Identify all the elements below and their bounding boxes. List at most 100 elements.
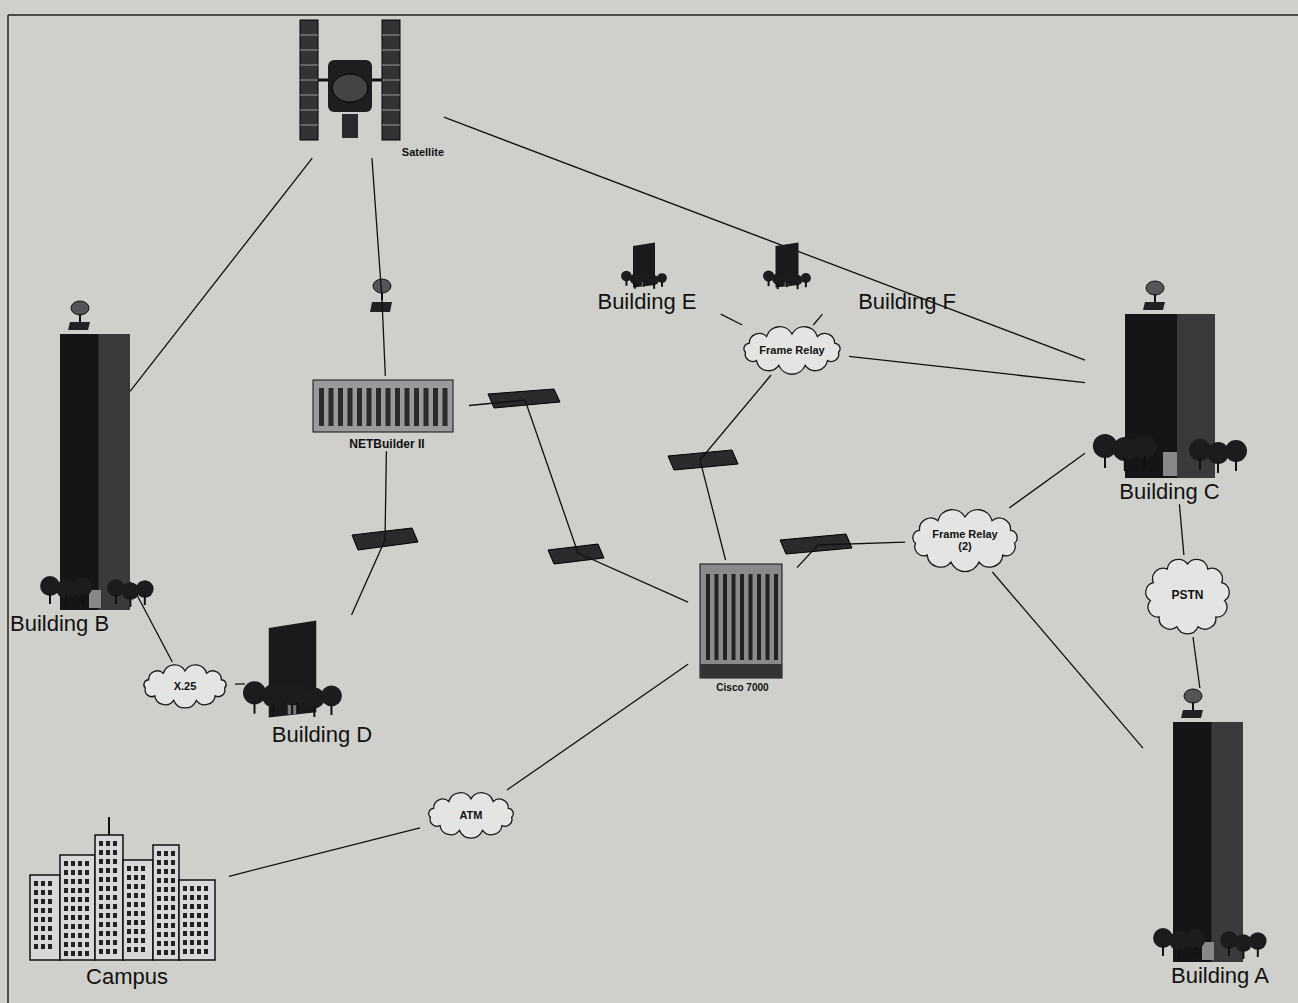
campus-window — [41, 926, 45, 931]
campus-window — [78, 861, 82, 866]
campus-window — [134, 902, 138, 907]
campus-window — [113, 922, 117, 927]
campus-window — [106, 850, 110, 855]
node-label: Building B — [10, 612, 110, 636]
network-link — [469, 400, 688, 602]
campus-window — [127, 929, 131, 934]
network-link — [352, 451, 387, 615]
network-link — [700, 375, 771, 560]
tree-trunk — [786, 281, 788, 287]
tree-trunk — [805, 282, 807, 288]
node-label: NETBuilder II — [305, 438, 469, 451]
campus-window — [64, 906, 68, 911]
campus-window — [141, 902, 145, 907]
frame-line — [8, 14, 1298, 16]
campus-window — [113, 859, 117, 864]
network-link — [1193, 637, 1200, 688]
campus-window — [64, 933, 68, 938]
campus-window — [113, 895, 117, 900]
campus-window — [157, 878, 161, 883]
node-illustration — [300, 20, 400, 140]
tree-trunk — [797, 284, 799, 290]
frame-line — [7, 15, 9, 1003]
campus-window — [85, 942, 89, 947]
satellite-node: Satellite — [290, 18, 444, 158]
tree-trunk — [768, 280, 770, 286]
campus-window — [127, 947, 131, 952]
campus-window — [106, 922, 110, 927]
campus-window — [99, 877, 103, 882]
campus-window — [164, 869, 168, 874]
tree-trunk — [1162, 945, 1164, 956]
campus-window — [171, 923, 175, 928]
campus-window — [78, 879, 82, 884]
campus-window — [48, 935, 52, 940]
campus-window — [134, 947, 138, 952]
campus-window — [157, 869, 161, 874]
campus-window — [197, 940, 201, 945]
campus-window — [34, 926, 38, 931]
campus-window — [157, 932, 161, 937]
office-building — [1125, 314, 1215, 478]
campus-window — [171, 896, 175, 901]
campus-window — [204, 913, 208, 918]
campus-window — [64, 942, 68, 947]
tree-trunk — [1257, 947, 1259, 957]
tree-trunk — [634, 283, 636, 289]
router-node: NETBuilder II — [305, 376, 469, 451]
campus-window — [41, 899, 45, 904]
campus-window — [64, 951, 68, 956]
campus-window — [171, 950, 175, 955]
campus-window — [141, 947, 145, 952]
panel-cell — [300, 110, 318, 111]
campus-window — [64, 897, 68, 902]
router-slot — [405, 388, 410, 426]
tree-trunk — [1199, 458, 1201, 470]
campus-window — [157, 914, 161, 919]
tree-symbol — [321, 685, 342, 706]
network-link — [130, 158, 312, 391]
node-illustration — [243, 620, 342, 717]
router-slot — [749, 574, 753, 660]
campus-window — [34, 881, 38, 886]
campus-window — [157, 887, 161, 892]
tree-trunk — [643, 281, 645, 287]
panel-cell — [382, 50, 400, 51]
campus-window — [197, 922, 201, 927]
cloud-outline — [144, 665, 226, 708]
campus-building — [153, 845, 179, 960]
campus-window — [78, 888, 82, 893]
node-icon — [1143, 688, 1297, 964]
network-link — [1179, 504, 1183, 555]
network-label: Frame Relay — [752, 344, 832, 356]
tree-trunk — [65, 596, 67, 607]
campus-window — [99, 913, 103, 918]
tree-symbol — [1225, 440, 1247, 462]
campus-window — [64, 861, 68, 866]
campus-window — [171, 941, 175, 946]
building-node: Building B — [10, 300, 130, 636]
campus-window — [41, 890, 45, 895]
node-icon — [570, 240, 724, 290]
network-link — [507, 664, 688, 790]
campus-window — [134, 884, 138, 889]
tower-shade — [1212, 722, 1244, 962]
campus-window — [157, 923, 161, 928]
router-slot — [706, 574, 710, 660]
panel-cell — [382, 110, 400, 111]
panel-cell — [300, 50, 318, 51]
campus-window — [127, 920, 131, 925]
router-slot — [424, 388, 429, 426]
node-icon — [25, 815, 229, 965]
campus-window — [197, 886, 201, 891]
panel-cell — [382, 65, 400, 66]
campus-window — [48, 944, 52, 949]
node-illustration — [313, 380, 453, 432]
campus-window — [99, 949, 103, 954]
panel-cell — [300, 95, 318, 96]
router-slot — [433, 388, 438, 426]
campus-window — [106, 841, 110, 846]
solar-panel — [300, 20, 318, 140]
campus-window — [85, 924, 89, 929]
campus-window — [64, 915, 68, 920]
